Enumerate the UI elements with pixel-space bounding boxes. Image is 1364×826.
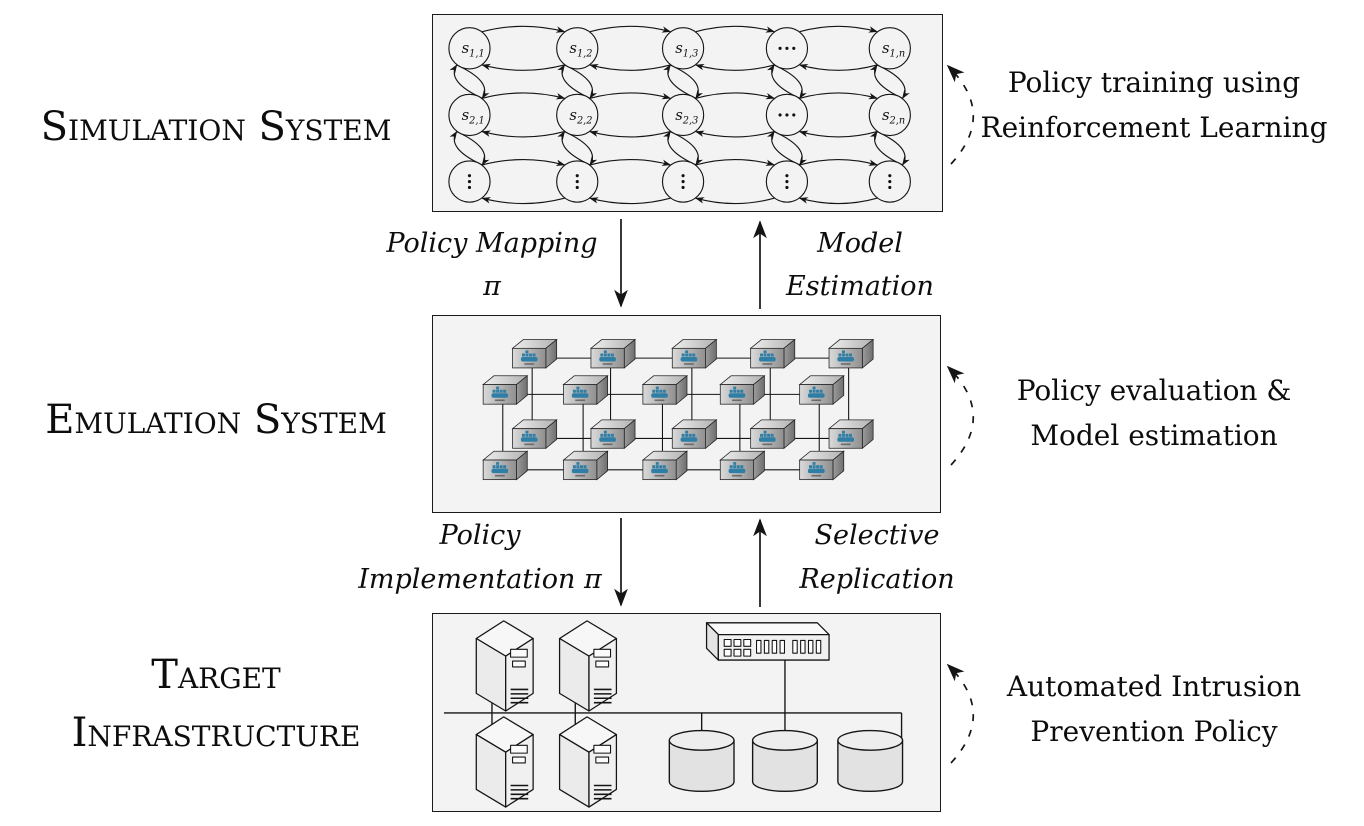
docker-container (749, 338, 796, 369)
state-node: s2,1 (448, 93, 491, 137)
docker-container (482, 374, 529, 406)
pi-symbol: π (483, 271, 501, 302)
state-node (556, 160, 599, 203)
database-cylinder (837, 729, 904, 793)
docker-whale-icon (728, 386, 746, 402)
docker-whale-icon (680, 350, 698, 365)
docker-whale-icon (807, 462, 825, 477)
state-node (868, 160, 911, 203)
database-cylinder (751, 729, 818, 793)
target-label-line1: Target (151, 652, 281, 698)
server-tower (475, 620, 534, 712)
state-node: s2,2 (556, 93, 599, 137)
state-node: s2,3 (661, 93, 705, 137)
docker-container (671, 338, 718, 369)
state-node (765, 160, 809, 203)
docker-container (827, 419, 875, 450)
docker-container (749, 419, 796, 450)
docker-whale-icon (837, 430, 855, 446)
emulation-system-label-text: Emulation System (45, 397, 387, 443)
docker-container (589, 419, 637, 450)
docker-container-grid (482, 338, 875, 481)
server-tower (475, 716, 534, 808)
state-node (765, 27, 809, 70)
state-node: s1,n (868, 27, 911, 70)
state-node (448, 160, 491, 203)
docker-whale-icon (491, 462, 509, 477)
target-label-line2: Infrastructure (71, 710, 361, 756)
state-node (765, 93, 809, 137)
docker-whale-icon (520, 350, 538, 365)
docker-whale-icon (837, 350, 855, 365)
docker-container (589, 338, 637, 369)
model-estimation-label: Model Estimation (786, 228, 934, 302)
docker-whale-icon (651, 386, 668, 402)
state-node: s1,2 (556, 27, 599, 70)
simulation-system-box: s1,1 s1,2 s1,3 s1,n s2,1 s2,2 s2,3 s2,n (432, 14, 943, 212)
docker-container (671, 419, 718, 450)
policy-mapping-label: Policy Mapping π (372, 222, 612, 308)
docker-whale-icon (599, 350, 616, 365)
docker-container (511, 338, 558, 369)
docker-whale-icon (758, 350, 776, 365)
docker-whale-icon (599, 430, 616, 446)
docker-container (562, 374, 609, 406)
transition-edges (449, 25, 910, 205)
docker-container (798, 450, 845, 481)
docker-whale-icon (571, 462, 589, 477)
docker-whale-icon (571, 386, 589, 402)
docker-container (562, 450, 609, 481)
policy-implementation-label: Policy Implementation π (358, 520, 602, 595)
docker-whale-icon (491, 386, 509, 402)
docker-whale-icon (807, 386, 825, 402)
docker-whale-icon (520, 430, 538, 446)
selective-replication-label: Selective Replication (799, 520, 955, 595)
state-node: s1,3 (661, 27, 705, 70)
markov-state-graph: s1,1 s1,2 s1,3 s1,n s2,1 s2,2 s2,3 s2,n (448, 25, 911, 205)
docker-container (511, 419, 558, 450)
infrastructure-drawing (443, 620, 904, 808)
server-tower (558, 716, 618, 808)
docker-container (641, 374, 689, 406)
docker-whale-icon (651, 462, 668, 477)
emulation-system-label: Emulation System (0, 397, 432, 443)
state-node: s2,n (868, 93, 911, 137)
docker-whale-icon (758, 430, 776, 446)
target-infrastructure-label: Target Infrastructure (0, 646, 432, 762)
emulation-annotation: Policy evaluation & Model estimation (1016, 374, 1292, 452)
database-cylinder (668, 729, 735, 793)
docker-container (482, 450, 529, 481)
target-annotation: Automated Intrusion Prevention Policy (1006, 670, 1302, 748)
state-node (661, 160, 705, 203)
simulation-annotation: Policy training using Reinforcement Lear… (980, 66, 1328, 144)
server-tower (558, 620, 618, 712)
network-bus (443, 660, 903, 739)
docker-container (641, 450, 689, 481)
simulation-system-label-text: Simulation System (40, 104, 392, 150)
docker-container (719, 450, 766, 481)
simulation-system-label: Simulation System (0, 104, 432, 150)
docker-whale-icon (728, 462, 746, 477)
docker-whale-icon (680, 430, 698, 446)
docker-container (827, 338, 875, 369)
docker-container (798, 374, 845, 406)
network-switch (705, 622, 830, 661)
docker-container (719, 374, 766, 406)
emulation-system-box (432, 315, 941, 513)
target-infrastructure-box (432, 613, 941, 812)
state-node: s1,1 (448, 27, 491, 70)
